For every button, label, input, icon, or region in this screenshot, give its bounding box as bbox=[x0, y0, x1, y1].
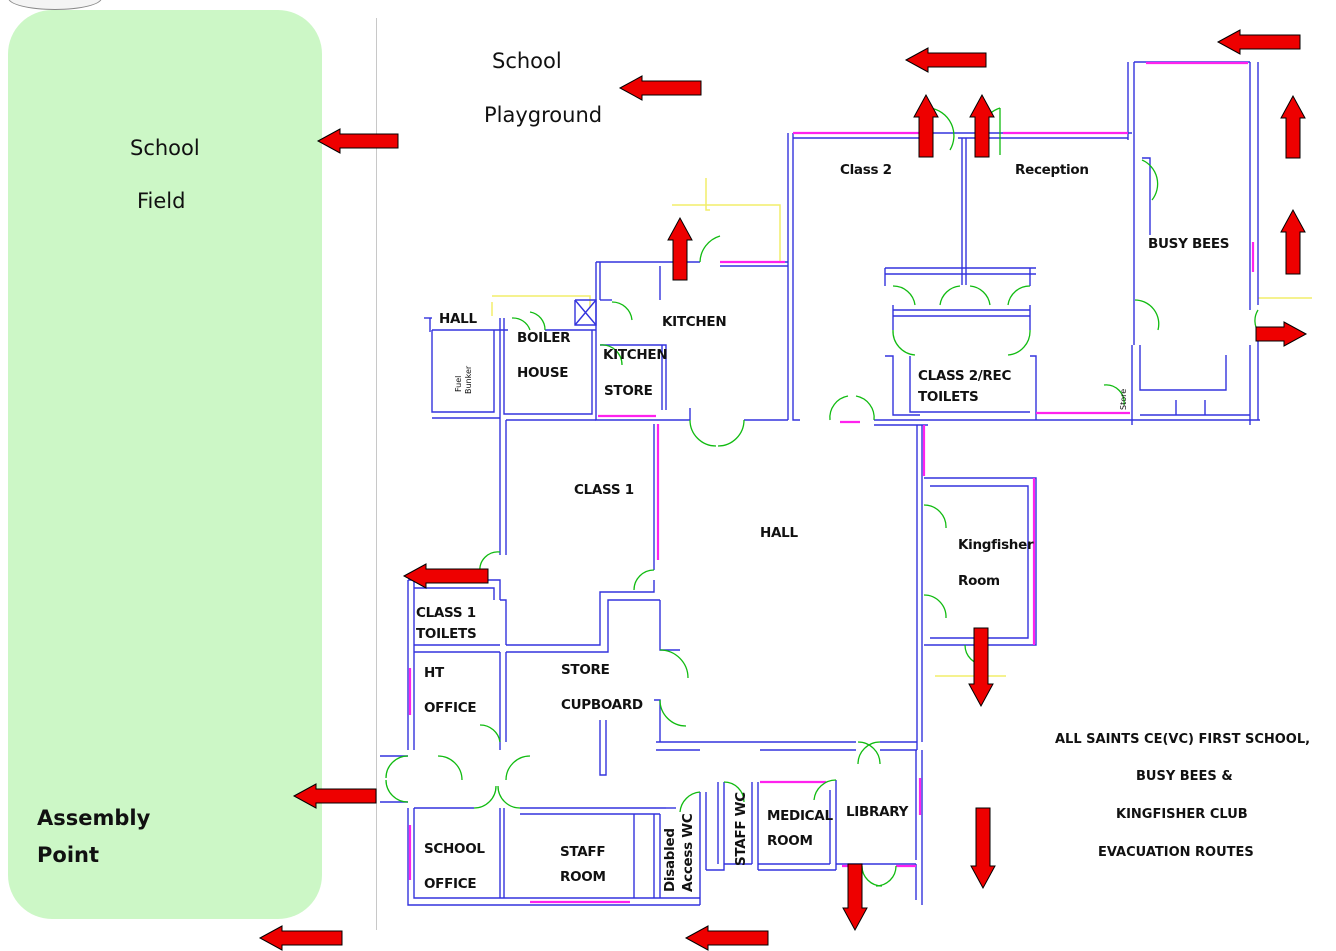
legend-line3: KINGFISHER CLUB bbox=[1116, 807, 1248, 822]
red-arrow-icon bbox=[969, 93, 995, 158]
red-arrow-icon bbox=[1216, 29, 1301, 55]
room-toilets2-line2: TOILETS bbox=[918, 389, 979, 405]
red-arrow-icon bbox=[258, 925, 343, 951]
room-store-line1: STORE bbox=[561, 662, 610, 678]
playground-label-line1: School bbox=[492, 49, 562, 73]
room-busy-bees: BUSY BEES bbox=[1148, 236, 1230, 252]
room-store-line2: CUPBOARD bbox=[561, 697, 643, 713]
room-class1-toilets-line1: CLASS 1 bbox=[416, 605, 476, 621]
red-arrow-icon bbox=[970, 807, 996, 890]
field-label-line2: Field bbox=[137, 189, 186, 213]
red-arrow-icon bbox=[904, 47, 987, 73]
red-arrow-icon bbox=[842, 863, 868, 932]
room-boiler-line1: BOILER bbox=[517, 330, 571, 346]
room-medical-line2: ROOM bbox=[767, 833, 813, 849]
room-ht-line2: OFFICE bbox=[424, 700, 477, 716]
red-arrow-icon bbox=[1255, 321, 1308, 347]
red-arrow-icon bbox=[292, 783, 377, 809]
outline-yellow bbox=[491, 178, 1312, 677]
school-field-area bbox=[8, 10, 322, 919]
red-arrow-icon bbox=[1280, 208, 1306, 275]
red-arrow-icon bbox=[1280, 94, 1306, 159]
room-class2: Class 2 bbox=[840, 162, 892, 178]
room-school-office-line1: SCHOOL bbox=[424, 841, 485, 857]
red-arrow-icon bbox=[968, 627, 994, 708]
legend-line2: BUSY BEES & bbox=[1136, 769, 1233, 784]
room-school-office-line2: OFFICE bbox=[424, 876, 477, 892]
red-arrow-icon bbox=[684, 925, 769, 951]
room-ht-line1: HT bbox=[424, 665, 444, 681]
room-staff-room-line1: STAFF bbox=[560, 844, 606, 860]
room-hall-small: HALL bbox=[439, 311, 477, 327]
red-arrow-icon bbox=[913, 93, 939, 158]
fire-door-lines bbox=[408, 61, 1255, 904]
assembly-point-line1: Assembly bbox=[37, 806, 151, 830]
room-kitchen: KITCHEN bbox=[662, 314, 727, 330]
assembly-point-line2: Point bbox=[37, 843, 100, 867]
room-kitchen-store-line1: KITCHEN bbox=[603, 347, 668, 363]
room-medical-line1: MEDICAL bbox=[767, 808, 833, 824]
room-toilets2-line1: CLASS 2/REC bbox=[918, 368, 1012, 384]
room-class1-toilets-line2: TOILETS bbox=[416, 626, 477, 642]
room-kingfisher-line1: Kingfisher bbox=[958, 537, 1034, 553]
legend-line1: ALL SAINTS CE(VC) FIRST SCHOOL, bbox=[1055, 732, 1311, 747]
room-boiler-line2: HOUSE bbox=[517, 365, 569, 381]
room-kitchen-store-line2: STORE bbox=[604, 383, 653, 399]
room-staff-room-line2: ROOM bbox=[560, 869, 606, 885]
room-reception: Reception bbox=[1015, 162, 1089, 178]
red-arrow-icon bbox=[402, 563, 489, 589]
playground-label-line2: Playground bbox=[484, 103, 603, 127]
red-arrow-icon bbox=[667, 216, 693, 281]
room-library: LIBRARY bbox=[846, 804, 909, 820]
red-arrow-icon bbox=[316, 128, 399, 154]
legend-line4: EVACUATION ROUTES bbox=[1098, 845, 1254, 860]
room-class1: CLASS 1 bbox=[574, 482, 634, 498]
red-arrow-icon bbox=[618, 75, 702, 101]
field-label-line1: School bbox=[130, 136, 200, 160]
site-boundary-line bbox=[376, 18, 377, 930]
room-kingfisher-line2: Room bbox=[958, 573, 1000, 589]
room-hall: HALL bbox=[760, 525, 798, 541]
